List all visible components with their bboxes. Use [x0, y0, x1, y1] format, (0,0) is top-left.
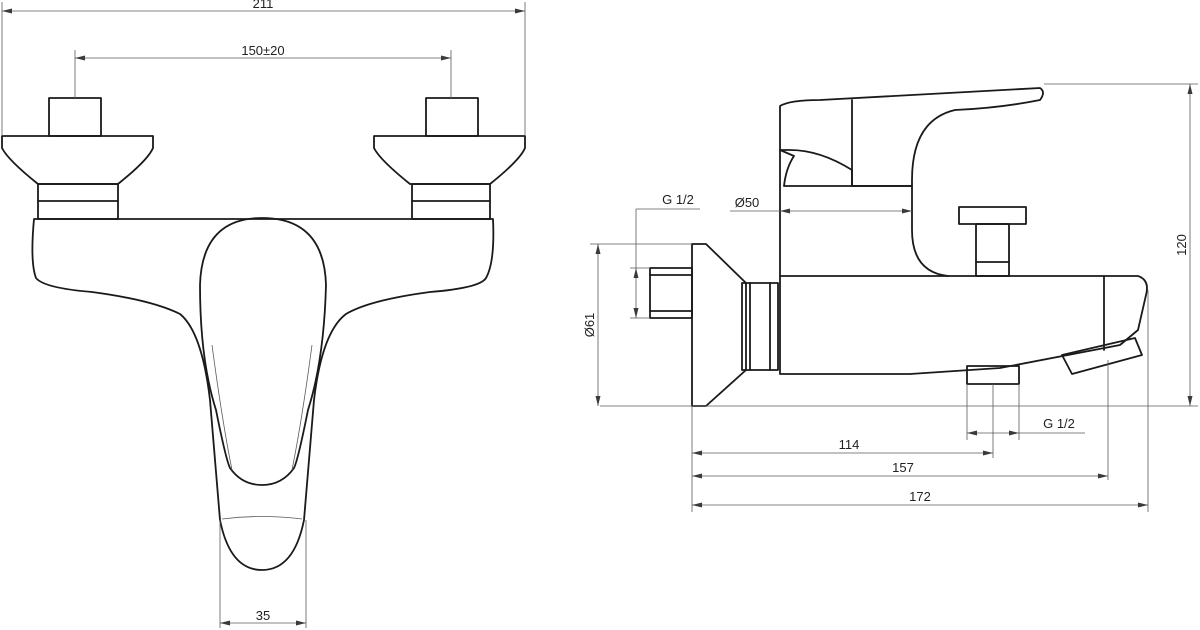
diverter-stem: [975, 223, 1010, 277]
lever-width-label: 35: [256, 608, 270, 623]
inlet-thread-label: G 1/2: [662, 192, 694, 207]
diverter-knob: [958, 206, 1027, 225]
side-nut: [741, 282, 779, 371]
depth-total-label: 172: [909, 489, 931, 504]
side-eccentric-cone: [691, 243, 747, 407]
right-eccentric-cone: [373, 135, 526, 185]
overall-width-label: 211: [253, 0, 274, 11]
depth-outlet-label: 114: [839, 437, 860, 452]
spout-aerator: [1061, 337, 1143, 375]
body-diameter-label: Ø61: [582, 313, 597, 338]
side-lever: [779, 87, 1044, 187]
cap-diameter-label: Ø50: [735, 195, 760, 210]
front-dimensions: 211 150±20 35: [1, 0, 526, 628]
outlet-thread-label: G 1/2: [1043, 416, 1075, 431]
inlet-spacing-label: 150±20: [241, 43, 284, 58]
front-view: [1, 97, 526, 571]
cartridge-column: [779, 149, 949, 277]
mixer-body-front: [31, 218, 495, 571]
lever-handle: [199, 217, 327, 486]
side-view: [600, 87, 1198, 407]
left-inlet-stub: [48, 97, 102, 137]
side-body: [779, 275, 1148, 375]
height-label: 120: [1174, 234, 1189, 256]
side-dimensions: G 1/2 Ø50 Ø61 120 G 1/2: [582, 83, 1198, 512]
right-inlet-stub: [425, 97, 479, 137]
depth-spout-label: 157: [892, 460, 914, 475]
left-eccentric-cone: [1, 135, 154, 185]
